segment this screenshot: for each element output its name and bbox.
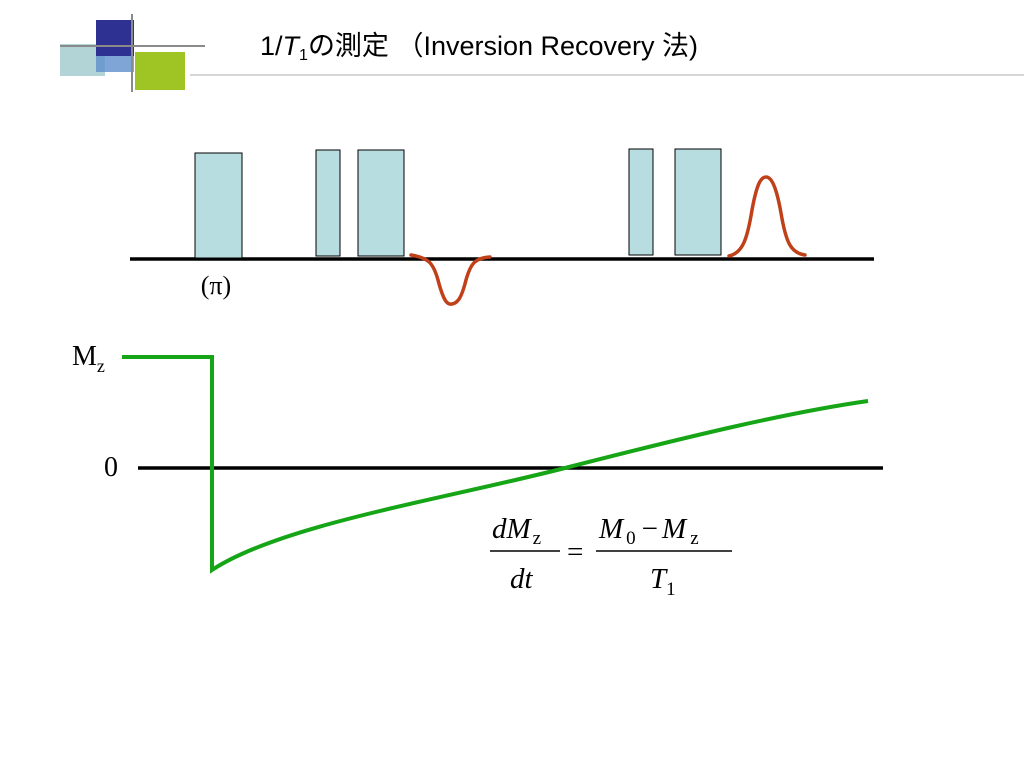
eq-equals-sign: = (567, 536, 583, 568)
decorative-corner-logo (60, 14, 205, 92)
eq-rhs-m0: M (598, 513, 625, 545)
eq-rhs-m0-sub: 0 (626, 528, 636, 549)
title-prefix: 1/ (260, 31, 283, 61)
title-t-subscript: 1 (299, 47, 308, 64)
pulse-sequence: (π) (130, 148, 874, 306)
positive-echo-signal (727, 175, 807, 258)
mz-axis-label: Mz (72, 341, 105, 376)
eq-rhs-denominator: T1 (650, 563, 676, 600)
pulse-180-b (674, 148, 722, 256)
magnetization-plot: Mz 0 (72, 341, 883, 574)
mz-axis-label-main: M (72, 341, 97, 372)
mz-recovery-curve (122, 355, 869, 574)
pi-label: (π) (201, 271, 231, 300)
slide-title: 1/T1の測定 （Inversion Recovery 法) (260, 26, 698, 66)
eq-lhs-denominator: dt (510, 563, 534, 595)
zero-label: 0 (104, 452, 118, 483)
mz-axis-label-sub: z (97, 356, 105, 376)
title-t-symbol: T (282, 31, 300, 61)
inversion-pulse (194, 152, 243, 259)
eq-rhs-t1: T (650, 563, 668, 595)
eq-rhs-mz: M (661, 513, 688, 545)
eq-rhs-minus: − (642, 513, 658, 545)
pulse-90-b (628, 148, 654, 256)
eq-lhs-numerator-sub: z (533, 528, 541, 549)
eq-rhs-t1-sub: 1 (666, 579, 676, 600)
title-suffix: の測定 （Inversion Recovery 法) (307, 31, 699, 61)
pulse-180-a (357, 149, 405, 257)
negative-echo-signal (409, 253, 492, 306)
pulse-90-a (315, 149, 341, 257)
eq-lhs-numerator-main: dM (492, 513, 533, 545)
eq-rhs-mz-sub: z (690, 528, 698, 549)
